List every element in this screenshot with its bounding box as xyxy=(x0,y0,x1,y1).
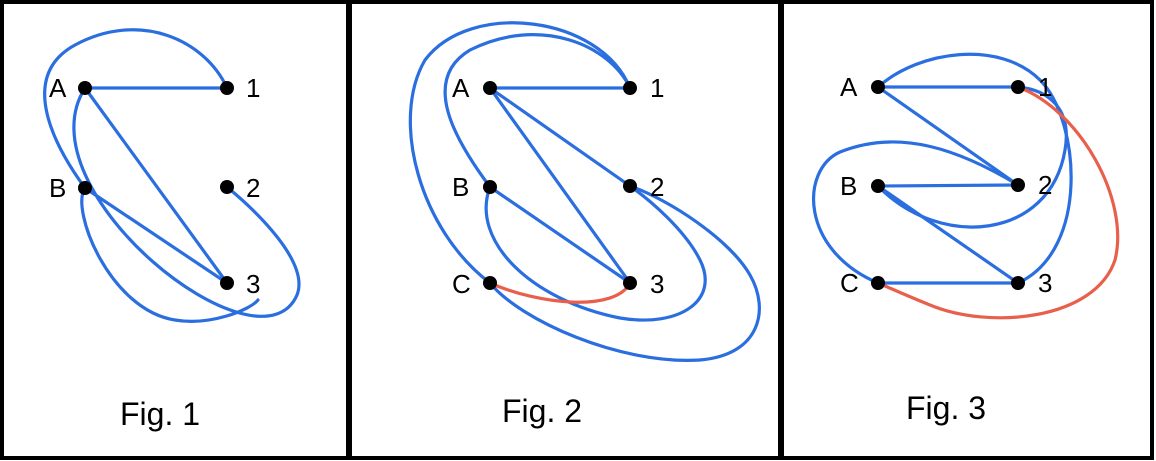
edge-b-2-partial xyxy=(80,186,260,323)
vertex-label-1: 1 xyxy=(246,73,260,103)
vertex-label-1: 1 xyxy=(1038,72,1052,102)
edge-c-3 xyxy=(488,281,632,304)
edge-b-3 xyxy=(83,186,229,285)
vertex-3 xyxy=(1011,276,1025,290)
vertex-1 xyxy=(1011,80,1025,94)
panel-frame xyxy=(780,0,1154,460)
vertex-a xyxy=(78,81,92,95)
edge-c-2 xyxy=(488,184,761,362)
vertex-3 xyxy=(623,276,637,290)
vertex-c xyxy=(483,276,497,290)
edge-b-1 xyxy=(443,33,632,189)
panel-frame xyxy=(0,0,350,460)
vertex-3 xyxy=(220,276,234,290)
vertex-label-3: 3 xyxy=(246,269,260,299)
vertex-2 xyxy=(220,180,234,194)
edge-b-2 xyxy=(484,184,707,322)
edge-c-1 xyxy=(408,21,632,285)
edge-b-1 xyxy=(876,85,1068,229)
edge-b-3 xyxy=(488,185,632,285)
vertex-label-c: C xyxy=(452,269,471,299)
panel-fig-2: A B C 1 2 3 Fig. 2 xyxy=(348,0,782,460)
vertex-1 xyxy=(220,81,234,95)
vertex-c xyxy=(871,276,885,290)
edge-c-2 xyxy=(812,140,1020,285)
vertex-label-a: A xyxy=(49,73,67,103)
vertex-label-3: 3 xyxy=(650,269,664,299)
vertex-2 xyxy=(1011,178,1025,192)
vertex-label-2: 2 xyxy=(1038,170,1052,200)
edge-a-2 xyxy=(488,86,632,188)
vertex-b xyxy=(871,179,885,193)
vertex-1 xyxy=(623,81,637,95)
vertex-label-c: C xyxy=(840,268,859,298)
vertex-label-b: B xyxy=(452,172,469,202)
edge-a-2 xyxy=(72,86,301,318)
figure-caption: Fig. 3 xyxy=(906,390,986,426)
figure-caption: Fig. 1 xyxy=(120,396,200,432)
edge-b-3 xyxy=(876,184,1020,285)
vertex-label-b: B xyxy=(49,173,66,203)
panel-fig-3: A B C 1 2 3 Fig. 3 xyxy=(780,0,1154,460)
edge-b-1 xyxy=(43,28,229,190)
panel-frame xyxy=(348,0,782,460)
edge-a-3 xyxy=(876,52,1073,285)
vertex-b xyxy=(78,181,92,195)
vertex-a xyxy=(871,80,885,94)
vertex-label-2: 2 xyxy=(650,172,664,202)
edge-a-3 xyxy=(83,86,229,285)
vertex-b xyxy=(483,180,497,194)
edge-a-2 xyxy=(876,85,1020,187)
vertex-label-1: 1 xyxy=(650,73,664,103)
edge-a-3 xyxy=(488,86,632,285)
edge-c-1 xyxy=(876,85,1120,320)
vertex-a xyxy=(483,81,497,95)
vertex-label-b: B xyxy=(840,171,857,201)
panel-fig-1: A B 1 2 3 Fig. 1 xyxy=(0,0,350,460)
figure-caption: Fig. 2 xyxy=(502,393,582,429)
edge-b-2 xyxy=(876,183,1020,188)
vertex-label-a: A xyxy=(840,72,858,102)
vertex-label-3: 3 xyxy=(1038,268,1052,298)
vertex-label-2: 2 xyxy=(246,173,260,203)
vertex-label-a: A xyxy=(452,73,470,103)
vertex-2 xyxy=(623,179,637,193)
